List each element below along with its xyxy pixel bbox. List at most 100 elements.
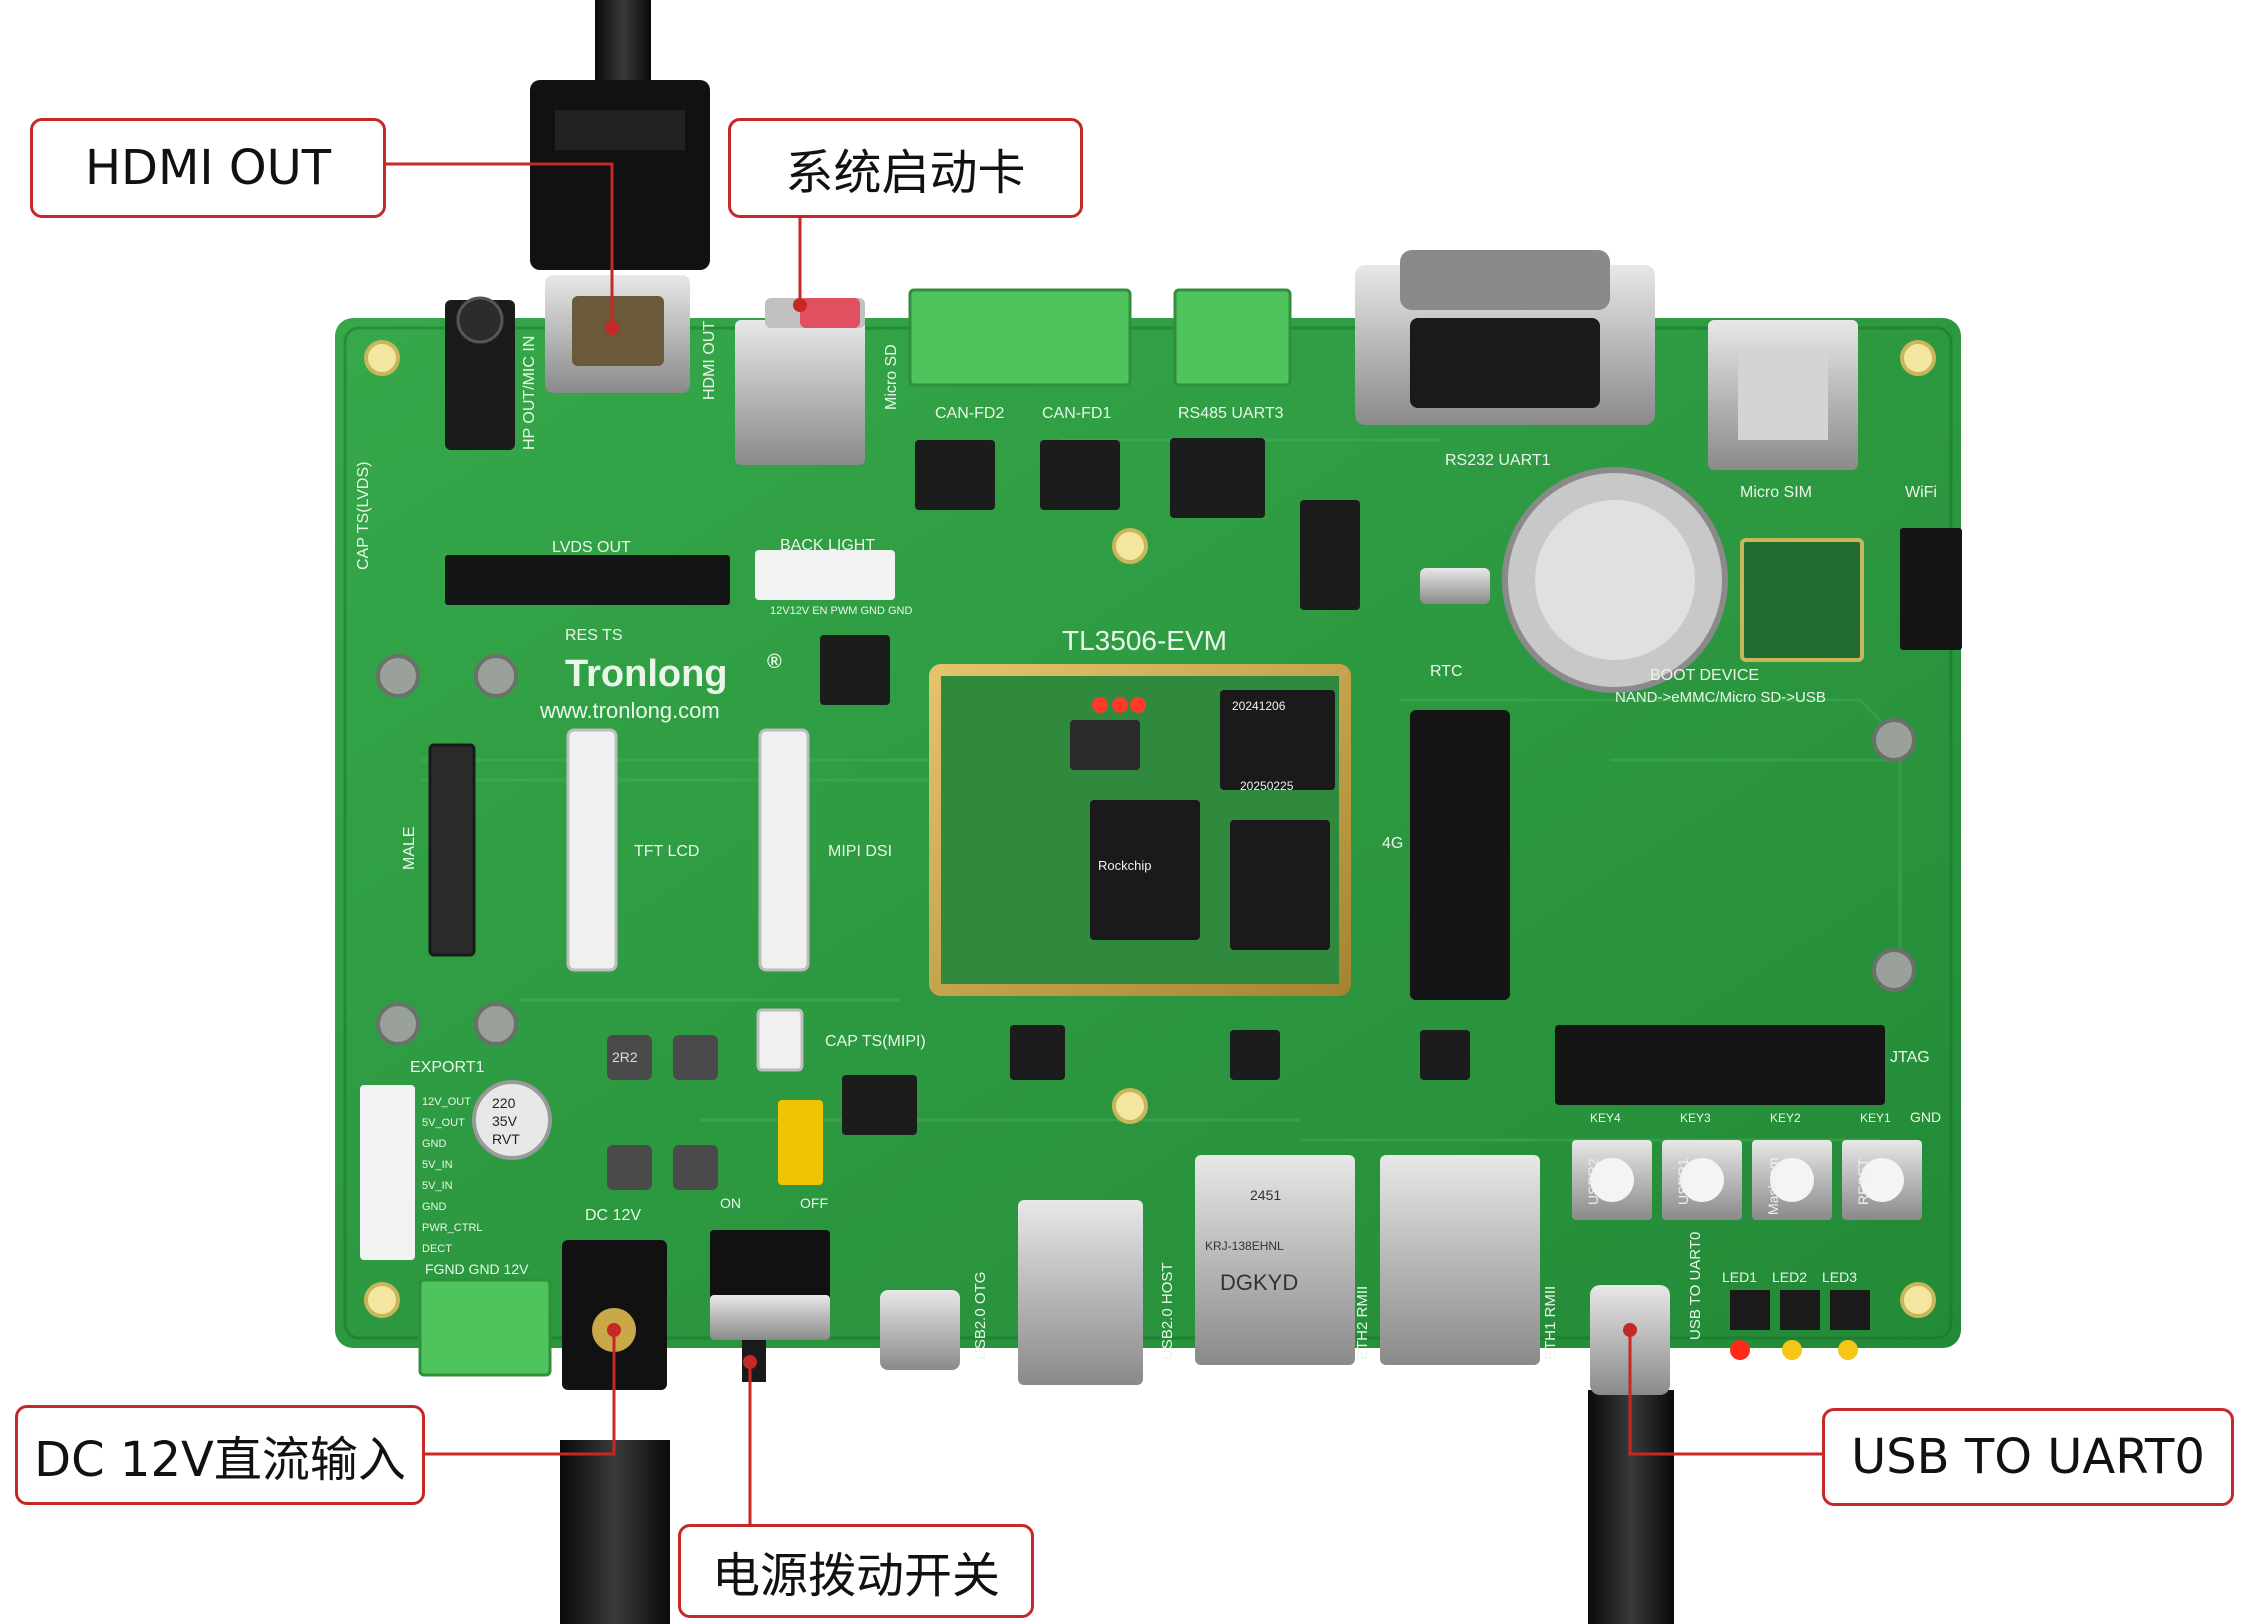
silk-boot-device: BOOT DEVICE xyxy=(1650,667,1759,684)
brand-mark: ® xyxy=(767,651,782,673)
silk-four-g: 4G xyxy=(1382,835,1403,852)
mounting-holes xyxy=(364,340,1936,1318)
silk-key4: KEY4 xyxy=(1590,1111,1621,1125)
silk-off: OFF xyxy=(800,1195,828,1211)
silk-export1: EXPORT1 xyxy=(410,1059,485,1076)
silk-wifi: WiFi xyxy=(1905,484,1937,501)
usb-host-port xyxy=(1018,1200,1143,1385)
pin-header-2x5 xyxy=(1900,528,1962,650)
backlight-connector xyxy=(755,550,895,600)
silk-can-fd2: CAN-FD2 xyxy=(935,405,1004,422)
silk-user2: USER2 xyxy=(1585,1158,1601,1205)
sim-slot xyxy=(1708,320,1858,470)
silk-magjack-code: 2451 xyxy=(1250,1187,1281,1203)
misc-ics xyxy=(820,438,1470,1135)
silk-eth1: ETH1 RMII xyxy=(1542,1286,1559,1360)
silk-cap-value: 220 xyxy=(492,1095,516,1111)
silk-usb-to-uart0: USB TO UART0 xyxy=(1687,1232,1704,1340)
silk-cap-ts-mipi: CAP TS(MIPI) xyxy=(825,1033,926,1050)
callout-boot-card: 系统启动卡 xyxy=(728,118,1083,218)
silk-cap-ts-lvds: CAP TS(LVDS) xyxy=(355,462,372,570)
silk-key3: KEY3 xyxy=(1680,1111,1711,1125)
silk-hdmi-out: HDMI OUT xyxy=(701,321,718,400)
silk-usb-otg: USB2.0 OTG xyxy=(972,1272,989,1360)
lvds-header xyxy=(445,555,730,605)
silk-soc: Rockchip xyxy=(1098,858,1151,873)
silk-dc-12v: DC 12V xyxy=(585,1207,641,1224)
silk-pwr-pin-5: 5V_IN xyxy=(422,1180,453,1192)
callout-dc-input: DC 12V直流输入 xyxy=(15,1405,425,1505)
can-terminal-blocks xyxy=(418,288,1292,1377)
hdmi-port xyxy=(530,80,710,393)
status-leds xyxy=(1730,1290,1870,1360)
power-header xyxy=(360,1085,415,1260)
tantalum-capacitor xyxy=(778,1100,823,1185)
silk-eth2: ETH2 RMII xyxy=(1354,1286,1371,1360)
silk-user1: USER1 xyxy=(1675,1158,1691,1205)
som-module xyxy=(929,664,1351,996)
silk-led2: LED2 xyxy=(1772,1269,1807,1285)
silk-rs232: RS232 UART1 xyxy=(1445,452,1551,469)
silk-lvds-out: LVDS OUT xyxy=(552,539,631,556)
callout-leaders xyxy=(386,162,1822,1524)
silk-micro-sd: Micro SD xyxy=(883,344,900,410)
rtc-battery-holder xyxy=(1420,467,1728,693)
silk-jtag: JTAG xyxy=(1890,1049,1930,1066)
silk-cap-series: RVT xyxy=(492,1131,520,1147)
silk-micro-sim: Micro SIM xyxy=(1740,484,1812,501)
silk-pin-header: 12V12V EN PWM GND GND xyxy=(770,605,912,617)
m2-4g-slot xyxy=(1410,710,1510,1000)
silk-boot-modes: NAND->eMMC/Micro SD->USB xyxy=(1615,689,1826,706)
silk-key1: KEY1 xyxy=(1860,1111,1891,1125)
silk-maskrom: Maskrom xyxy=(1765,1157,1781,1215)
power-switch xyxy=(710,1230,830,1382)
silk-hp-out: HP OUT/MIC IN xyxy=(521,336,538,450)
board-model: TL3506-EVM xyxy=(1062,625,1227,656)
silk-reset: RESET xyxy=(1855,1158,1871,1205)
silk-chip-bottom: 20250225 xyxy=(1240,779,1294,793)
silk-pwr-pin-3: GND xyxy=(422,1138,447,1150)
silk-led3: LED3 xyxy=(1822,1269,1857,1285)
silk-cap-voltage: 35V xyxy=(492,1113,518,1129)
audio-jack xyxy=(445,296,515,450)
silk-pwr-pin-8: DECT xyxy=(422,1243,452,1255)
website-label: www.tronlong.com xyxy=(539,698,720,723)
hdmi-cable xyxy=(595,0,651,90)
silk-rtc: RTC xyxy=(1430,663,1463,680)
silk-key2: KEY2 xyxy=(1770,1111,1801,1125)
silk-gnd: GND xyxy=(1910,1109,1941,1125)
brand-logo: Tronlong xyxy=(565,653,728,695)
micro-sd-slot xyxy=(735,298,865,465)
silk-magjack-brand: DGKYD xyxy=(1220,1270,1298,1295)
silk-res-ts: RES TS xyxy=(565,627,623,644)
rs232-db9 xyxy=(1355,250,1655,425)
ethernet-jacks xyxy=(1195,1155,1540,1365)
silk-rs485: RS485 UART3 xyxy=(1178,405,1284,422)
silk-pwr-pin-4: 5V_IN xyxy=(422,1159,453,1171)
silk-fgnd: FGND GND 12V xyxy=(425,1261,529,1277)
dc-cable xyxy=(560,1440,670,1624)
inductors xyxy=(607,1035,718,1190)
silk-pwr-pin-7: PWR_CTRL xyxy=(422,1222,483,1234)
callout-usb-uart: USB TO UART0 xyxy=(1822,1408,2234,1506)
silk-mipi-dsi: MIPI DSI xyxy=(828,843,892,860)
callout-hdmi-out: HDMI OUT xyxy=(30,118,386,218)
silk-male: MALE xyxy=(401,826,418,870)
electrolytic-capacitor xyxy=(472,1080,552,1160)
silk-tft-lcd: TFT LCD xyxy=(634,843,699,860)
silk-magjack-part: KRJ-138EHNL xyxy=(1205,1239,1284,1253)
usb-otg-port xyxy=(880,1290,960,1370)
silk-pwr-pin-2: 5V_OUT xyxy=(422,1117,465,1129)
silk-chip-top: 20241206 xyxy=(1232,699,1286,713)
silk-back-light: BACK LIGHT xyxy=(780,537,875,554)
silk-pwr-pin-1: 12V_OUT xyxy=(422,1096,471,1108)
silk-can-fd1: CAN-FD1 xyxy=(1042,405,1111,422)
silk-usb-host: USB2.0 HOST xyxy=(1159,1262,1176,1360)
silk-pwr-pin-6: GND xyxy=(422,1201,447,1213)
silk-on: ON xyxy=(720,1195,741,1211)
ffc-connectors xyxy=(428,728,810,1072)
silk-inductor: 2R2 xyxy=(612,1049,638,1065)
jtag-header xyxy=(1555,1025,1885,1105)
silk-led1: LED1 xyxy=(1722,1269,1757,1285)
